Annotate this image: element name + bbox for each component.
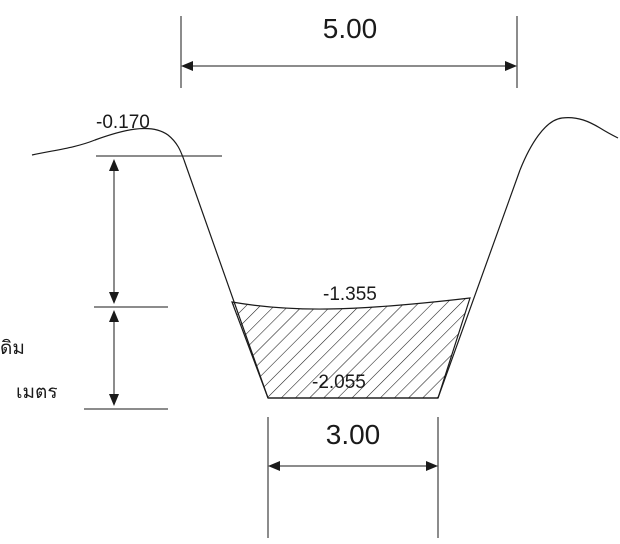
bank-level-label: -0.170	[96, 112, 150, 133]
bottom-width-label: 3.00	[326, 419, 381, 450]
right-side-slope	[437, 169, 521, 399]
thai-label-line1: ดิม	[0, 337, 25, 359]
water-surface-level-label: -1.355	[323, 284, 377, 305]
water-body-hatched	[231, 297, 471, 399]
thai-label-line2: เมตร	[16, 381, 58, 403]
top-width-label: 5.00	[323, 13, 378, 44]
right-bank-profile	[519, 117, 619, 171]
left-bank-profile	[31, 127, 185, 161]
bed-level-label: -2.055	[312, 372, 366, 393]
